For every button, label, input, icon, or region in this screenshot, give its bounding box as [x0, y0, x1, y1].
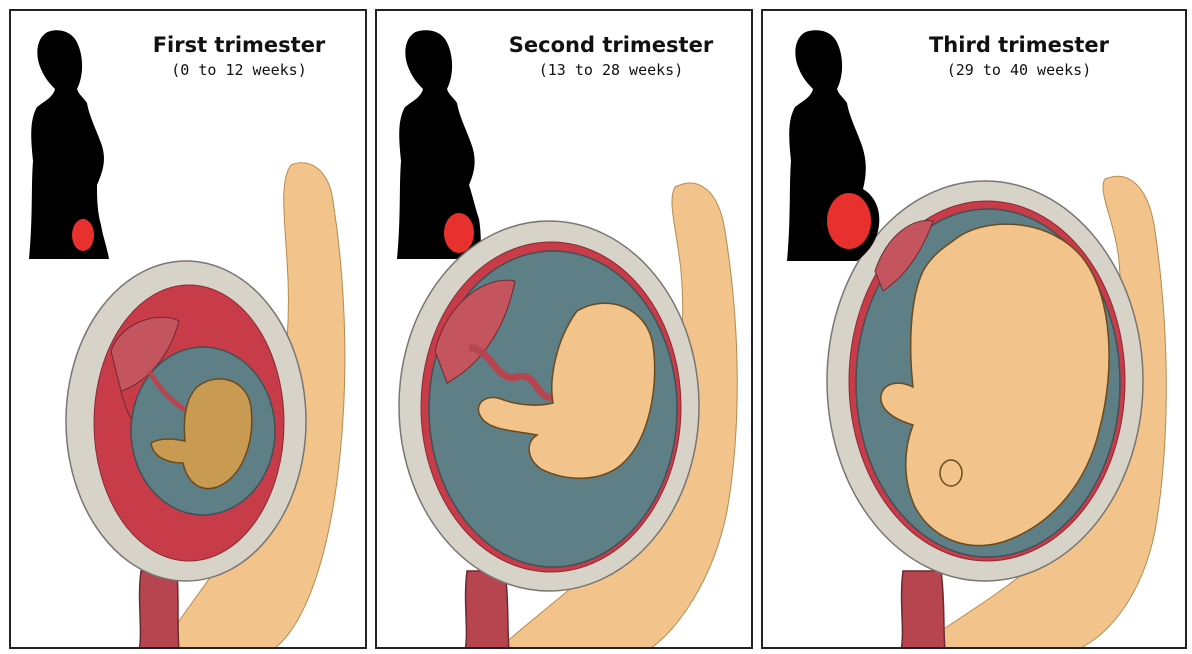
womb-highlight: [827, 193, 871, 249]
third-trimester-illustration: [763, 11, 1187, 649]
cervix: [901, 571, 945, 649]
first-trimester-panel: First trimester (0 to 12 weeks): [9, 9, 367, 649]
cervix: [139, 571, 179, 649]
womb-highlight: [444, 213, 474, 253]
first-trimester-illustration: [11, 11, 367, 649]
second-trimester-panel: Second trimester (13 to 28 weeks): [375, 9, 753, 649]
third-trimester-panel: Third trimester (29 to 40 weeks): [761, 9, 1187, 649]
cervix: [465, 571, 509, 649]
woman-silhouette: [397, 30, 481, 259]
womb-highlight: [72, 219, 94, 251]
woman-silhouette: [787, 30, 879, 261]
woman-silhouette: [29, 30, 109, 259]
second-trimester-illustration: [377, 11, 753, 649]
